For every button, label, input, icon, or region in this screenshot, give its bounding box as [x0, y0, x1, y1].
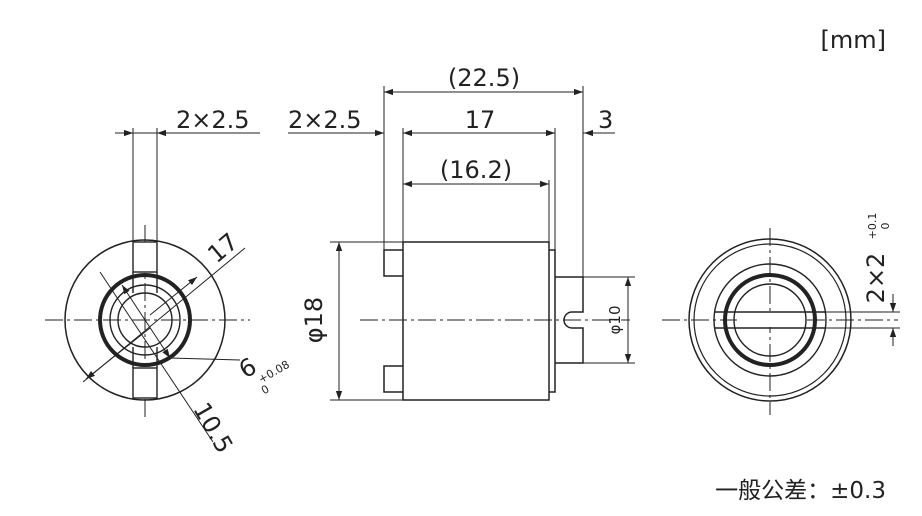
left-dim-6-leader: [169, 357, 241, 361]
general-tolerance-note: 一般公差：±0.3: [715, 478, 886, 504]
left-slot-top: [132, 241, 158, 273]
left-outer-dim: 17: [202, 228, 243, 269]
side-body-diameter-dim: φ18: [300, 297, 328, 343]
side-ref-length-dim: (16.2): [440, 156, 512, 184]
left-outer-circle: [64, 239, 226, 401]
left-bore-tol-lower: 0: [259, 382, 272, 397]
right-slot-width-dim: 2×2: [862, 253, 890, 304]
side-left-tab-top: [383, 249, 403, 277]
side-tab-diameter-dim: φ10: [606, 306, 624, 335]
right-slot-mask: [737, 313, 803, 327]
left-bore-circle: [117, 292, 173, 348]
side-body-length-dim: 17: [465, 106, 496, 134]
side-right-tab: [555, 276, 584, 364]
right-slot-tol-upper: +0.1: [866, 213, 879, 240]
side-tab-length-dim: 3: [598, 106, 613, 134]
left-inner-ring: [109, 284, 181, 356]
left-inner-dim: 10.5: [187, 398, 238, 458]
left-dim-leader-1: [99, 271, 214, 443]
unit-label: [mm]: [821, 26, 886, 54]
side-overall-length-dim: (22.5): [448, 64, 520, 92]
right-end-view: [662, 228, 900, 415]
side-left-tab-bottom: [383, 365, 403, 393]
left-dim-105-arrow-a: [121, 284, 146, 321]
right-slot-tol-lower: 0: [879, 223, 892, 230]
side-slot-width-dim: 2×2.5: [288, 106, 362, 134]
left-dim-6-arrow: [144, 319, 171, 359]
left-dim-17-arrow-a: [85, 327, 151, 380]
side-body: [402, 241, 550, 401]
side-right-step: [549, 249, 556, 393]
right-tab-circle: [713, 263, 827, 377]
left-bore-dim: 6: [234, 352, 261, 384]
right-bore-circle: [733, 283, 807, 357]
side-view: [288, 86, 635, 401]
left-bore-tol-upper: +0.08: [256, 358, 292, 386]
left-slot-bottom: [132, 367, 158, 399]
right-outer-circle: [688, 238, 852, 402]
left-dim-17-arrow-b: [149, 276, 198, 316]
left-end-view: [45, 128, 260, 443]
right-step-circle: [693, 243, 847, 397]
left-slot-width-dim: 2×2.5: [176, 106, 250, 134]
left-thick-ring: [98, 273, 192, 367]
right-thick-ring: [723, 273, 817, 367]
